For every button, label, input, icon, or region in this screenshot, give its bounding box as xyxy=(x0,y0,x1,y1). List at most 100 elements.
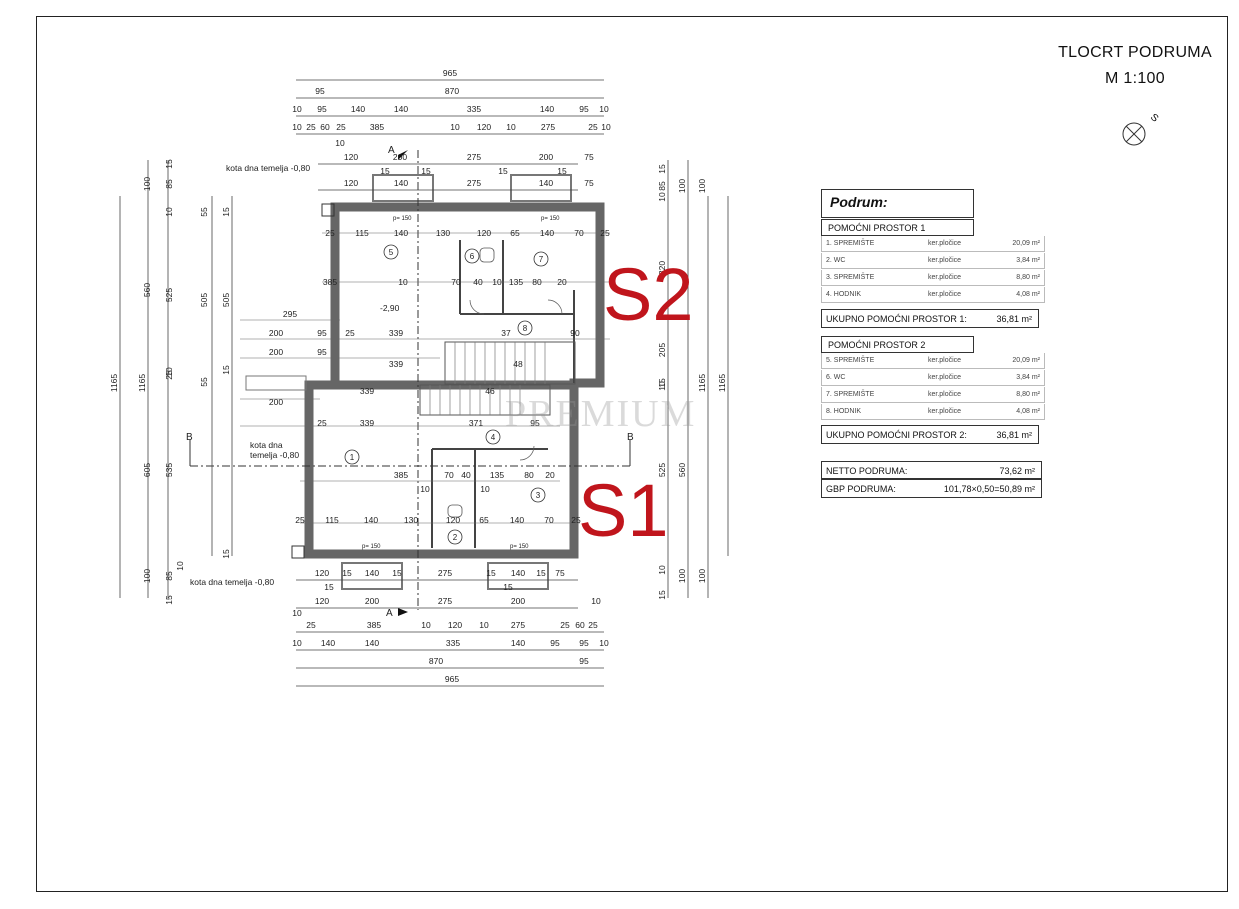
dimension-label: 505 xyxy=(199,293,209,307)
dimension-label: 10 xyxy=(292,638,302,648)
dimension-label: 10 xyxy=(599,638,609,648)
dimension-label: 25 xyxy=(317,418,327,428)
dimension-label: 15 xyxy=(498,166,508,176)
dimension-label: 95 xyxy=(579,656,589,666)
dimension-label: 15 xyxy=(557,166,567,176)
dimension-label: 25 xyxy=(571,515,581,525)
dimension-label: 560 xyxy=(677,463,687,477)
dimension-label: 525 xyxy=(164,288,174,302)
dimension-label: 95 xyxy=(579,638,589,648)
area-area: 8,80 m² xyxy=(1016,274,1040,281)
dimension-label: 200 xyxy=(269,328,283,338)
dimension-label: 870 xyxy=(429,656,443,666)
dimension-label: 10 xyxy=(292,104,302,114)
dimension-label: 10 xyxy=(164,367,174,377)
group2-total: UKUPNO POMOĆNI PROSTOR 2: 36,81 m² xyxy=(821,425,1039,444)
area-finish: ker.pločice xyxy=(928,391,962,398)
dimension-label: 25 xyxy=(325,228,335,238)
window-label: p= 150 xyxy=(510,544,529,550)
group1-total: UKUPNO POMOĆNI PROSTOR 1: 36,81 m² xyxy=(821,309,1039,328)
area-name: 6. WC xyxy=(826,374,846,381)
dimension-label: 95 xyxy=(579,104,589,114)
dimension-label: 140 xyxy=(540,228,554,238)
dimension-label: 10 xyxy=(335,138,345,148)
door-arcs xyxy=(469,299,563,461)
netto-row: NETTO PODRUMA: 73,62 m² xyxy=(821,461,1042,479)
dimension-label: 85 xyxy=(164,179,174,189)
netto-value: 73,62 m² xyxy=(999,466,1035,476)
room-number: 8 xyxy=(523,324,528,333)
dimension-label: 535 xyxy=(164,463,174,477)
dimension-label: 15 xyxy=(657,590,667,600)
dimension-label: 75 xyxy=(584,152,594,162)
section-b-left: B xyxy=(186,432,193,443)
dimension-label: 339 xyxy=(389,359,403,369)
dimension-label: 60 xyxy=(320,122,330,132)
dimension-label: 200 xyxy=(269,397,283,407)
dimension-label: 10 xyxy=(657,381,667,391)
dimension-label: 100 xyxy=(677,179,687,193)
dimension-label: 295 xyxy=(283,309,297,319)
dimension-label: 385 xyxy=(370,122,384,132)
dimension-label: 25 xyxy=(295,515,305,525)
dimension-label: 15 xyxy=(164,159,174,169)
dimension-label: 200 xyxy=(393,152,407,162)
dimension-label: 120 xyxy=(477,228,491,238)
dimension-label: 100 xyxy=(142,569,152,583)
area-name: 8. HODNIK xyxy=(826,408,862,415)
dimension-label: 275 xyxy=(511,620,525,630)
dimension-label: 95 xyxy=(315,86,325,96)
dimension-label: 275 xyxy=(438,596,452,606)
dimension-label: 275 xyxy=(467,152,481,162)
area-finish: ker.pločice xyxy=(928,291,962,298)
room-number-circle xyxy=(344,449,360,465)
dimension-label: 320 xyxy=(657,261,667,275)
dimension-label: 140 xyxy=(364,515,378,525)
dimension-label: 275 xyxy=(438,568,452,578)
foundation-note-top: kota dna temelja -0,80 xyxy=(226,163,310,173)
dimension-label: 85 xyxy=(657,181,667,191)
room-number: 1 xyxy=(350,453,355,462)
dimension-label: 70 xyxy=(444,470,454,480)
dimension-label: 115 xyxy=(325,515,339,525)
dimension-label: 335 xyxy=(446,638,460,648)
dimension-label: 140 xyxy=(365,638,379,648)
dimension-label: 335 xyxy=(467,104,481,114)
dimension-label: 25 xyxy=(600,228,610,238)
dimension-label: 46 xyxy=(485,386,495,396)
room-number-circle xyxy=(464,248,480,264)
netto-label: NETTO PODRUMA: xyxy=(826,466,908,476)
dimension-label: 1165 xyxy=(717,374,727,393)
section-lines xyxy=(190,150,630,610)
dimension-label: 55 xyxy=(199,207,209,217)
dimension-label: 275 xyxy=(467,178,481,188)
north-arrow-icon: S xyxy=(1122,112,1161,146)
area-finish: ker.pločice xyxy=(928,274,962,281)
wc-fixtures xyxy=(447,247,495,518)
dimension-label: 10 xyxy=(164,207,174,217)
dimension-label: 25 xyxy=(306,122,316,132)
area-name: 2. WC xyxy=(826,257,846,264)
dimension-label: 10 xyxy=(657,192,667,202)
dimension-label: 965 xyxy=(445,674,459,684)
window-label: p= 150 xyxy=(362,544,381,550)
dimension-label: 10 xyxy=(421,620,431,630)
dimension-label: 40 xyxy=(461,470,471,480)
room-number-circle xyxy=(530,487,546,503)
dimension-label: 15 xyxy=(536,568,546,578)
room-number-circle xyxy=(447,529,463,545)
dimension-label: 55 xyxy=(199,377,209,387)
dimension-label: 15 xyxy=(486,568,496,578)
dimension-label: 10 xyxy=(450,122,460,132)
dimension-label: 1165 xyxy=(137,374,147,393)
dimension-label: 20 xyxy=(545,470,555,480)
dimension-lines-bottom xyxy=(296,579,604,687)
building-walls xyxy=(304,174,605,590)
level-marker: -2,90 xyxy=(380,303,400,313)
room-number-circle xyxy=(383,244,399,260)
dimension-label: 15 xyxy=(221,549,231,559)
dimension-label: 10 xyxy=(175,561,185,571)
dimension-label: 15 xyxy=(421,166,431,176)
